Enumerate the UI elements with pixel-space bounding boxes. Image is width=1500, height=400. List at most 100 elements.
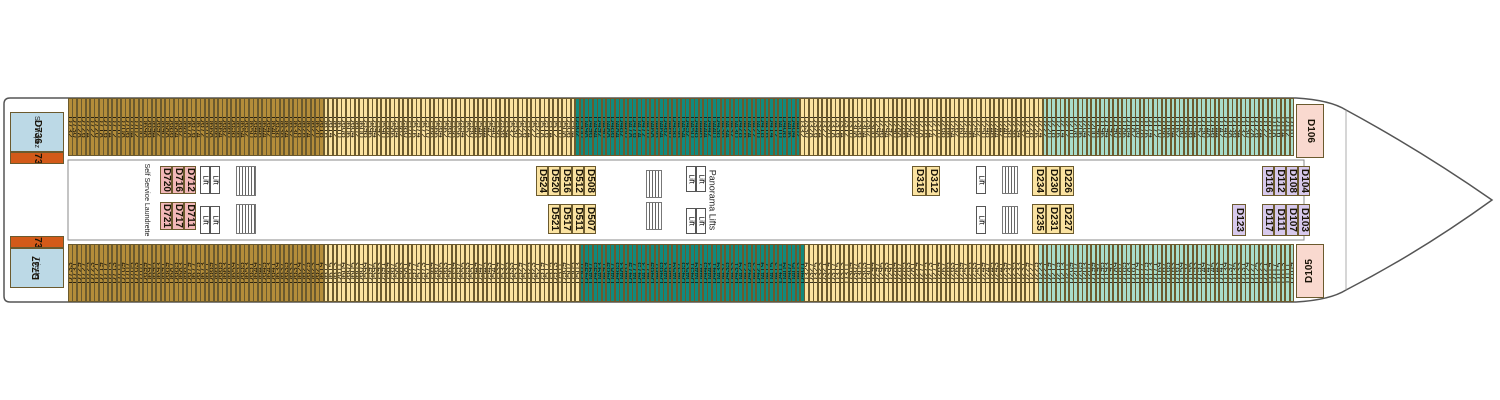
cabin-d253[interactable]: D253 [972, 244, 977, 302]
cabin-d622[interactable]: D622 [310, 98, 316, 156]
cabin-d230[interactable]: D230 [1024, 98, 1030, 156]
cabin-d432[interactable]: D432 [729, 98, 735, 156]
cabin-d268[interactable]: D268 [941, 98, 946, 156]
cabin-d437[interactable]: D437 [720, 244, 726, 302]
cabin-d263[interactable]: D263 [950, 244, 955, 302]
cabin-d424[interactable]: D424 [747, 98, 752, 156]
cabin-d723[interactable]: D723 [90, 244, 95, 302]
cabin-d489[interactable]: D489 [606, 244, 611, 302]
cabin-d678[interactable]: D678 [187, 98, 192, 156]
cabin-d267[interactable]: D267 [941, 244, 946, 302]
cabin-d220[interactable]: D220 [1047, 98, 1052, 156]
cabin-d717[interactable]: D717 [103, 244, 108, 302]
cabin-d617[interactable]: D617 [323, 244, 329, 302]
cabin-d599[interactable]: D599 [363, 244, 369, 302]
cabin-d411[interactable]: D411 [778, 244, 783, 302]
cabin-d157[interactable]: D157 [1183, 244, 1189, 302]
cabin-d238[interactable]: D238 [1007, 98, 1013, 156]
cabin-d568[interactable]: D568 [429, 98, 435, 156]
cabin-d133[interactable]: D133 [1236, 244, 1242, 302]
cabin-d425[interactable]: D425 [747, 244, 752, 302]
cabin-d107[interactable]: D107 [1286, 204, 1298, 236]
cabin-d509[interactable]: D509 [561, 244, 567, 302]
cabin-d659[interactable]: D659 [231, 244, 236, 302]
cabin-d665[interactable]: D665 [217, 244, 223, 302]
cabin-d254[interactable]: D254 [972, 98, 977, 156]
cabin-d186[interactable]: D186 [1122, 98, 1127, 156]
cabin-d294[interactable]: D294 [883, 98, 889, 156]
cabin-d536[interactable]: D536 [500, 98, 505, 156]
cabin-d505[interactable]: D505 [570, 244, 576, 302]
cabin-d473[interactable]: D473 [641, 244, 646, 302]
cabin-d533[interactable]: D533 [509, 244, 514, 302]
cabin-d517[interactable]: D517 [560, 204, 572, 234]
cabin-d732[interactable]: D732 [68, 98, 73, 156]
cabin-d451[interactable]: D451 [689, 244, 695, 302]
cabin-d212[interactable]: D212 [1064, 98, 1070, 156]
cabin-d478[interactable]: D478 [628, 98, 633, 156]
cabin-d272[interactable]: D272 [932, 98, 938, 156]
cabin-d675[interactable]: D675 [195, 244, 201, 302]
cabin-d276[interactable]: D276 [923, 98, 929, 156]
cabin-d474[interactable]: D474 [636, 98, 642, 156]
cabin-d190[interactable]: D190 [1113, 98, 1118, 156]
cabin-d593[interactable]: D593 [376, 244, 382, 302]
cabin-d413[interactable]: D413 [773, 244, 779, 302]
cabin-d172[interactable]: D172 [1152, 98, 1158, 156]
cabin-d219[interactable]: D219 [1047, 244, 1052, 302]
cabin-d624[interactable]: D624 [306, 98, 311, 156]
cabin-d601[interactable]: D601 [359, 244, 364, 302]
cabin-d693[interactable]: D693 [156, 244, 161, 302]
cabin-d159[interactable]: D159 [1179, 244, 1185, 302]
cabin-d408[interactable]: D408 [782, 98, 788, 156]
cabin-d109[interactable]: D109 [1289, 244, 1295, 302]
cabin-d503[interactable]: D503 [575, 244, 580, 302]
cabin-d279[interactable]: D279 [914, 244, 920, 302]
cabin-d598[interactable]: D598 [363, 98, 369, 156]
cabin-d443[interactable]: D443 [707, 244, 713, 302]
cabin-d182[interactable]: D182 [1130, 98, 1136, 156]
cabin-d181[interactable]: D181 [1130, 244, 1136, 302]
cabin-d326[interactable]: D326 [813, 98, 818, 156]
cabin-d218[interactable]: D218 [1051, 98, 1057, 156]
cabin-d252[interactable]: D252 [976, 98, 982, 156]
cabin-d440[interactable]: D440 [711, 98, 717, 156]
cabin-d562[interactable]: D562 [442, 98, 448, 156]
cabin-d700[interactable]: D700 [138, 98, 144, 156]
cabin-d463[interactable]: D463 [663, 244, 669, 302]
cabin-d547[interactable]: D547 [478, 244, 483, 302]
cabin-d207[interactable]: D207 [1073, 244, 1079, 302]
cabin-d163[interactable]: D163 [1170, 244, 1176, 302]
cabin-d506[interactable]: D506 [566, 98, 572, 156]
cabin-d702[interactable]: D702 [134, 98, 139, 156]
cabin-d403[interactable]: D403 [795, 244, 801, 302]
cabin-d677[interactable]: D677 [191, 244, 197, 302]
cabin-d492[interactable]: D492 [597, 98, 602, 156]
cabin-d308[interactable]: D308 [852, 98, 858, 156]
cabin-d522[interactable]: D522 [531, 98, 536, 156]
cabin-d585[interactable]: D585 [394, 244, 400, 302]
cabin-d416[interactable]: D416 [764, 98, 770, 156]
cabin-d731[interactable]: D731 [72, 244, 78, 302]
cabin-d170[interactable]: D170 [1157, 98, 1162, 156]
cabin-d589[interactable]: D589 [385, 244, 391, 302]
cabin-d715[interactable]: D715 [107, 244, 113, 302]
cabin-d277[interactable]: D277 [919, 244, 924, 302]
cabin-d610[interactable]: D610 [337, 98, 342, 156]
cabin-d325[interactable]: D325 [813, 244, 818, 302]
cabin-d426[interactable]: D426 [742, 98, 748, 156]
cabin-d128[interactable]: D128 [1249, 98, 1255, 156]
cabin-d191[interactable]: D191 [1108, 244, 1114, 302]
cabin-d621[interactable]: D621 [314, 244, 320, 302]
cabin-d520[interactable]: D520 [535, 98, 541, 156]
cabin-d676[interactable]: D676 [191, 98, 197, 156]
cabin-d287[interactable]: D287 [897, 244, 902, 302]
cabin-d171[interactable]: D171 [1152, 244, 1158, 302]
cabin-d531[interactable]: D531 [513, 244, 519, 302]
cabin-d646[interactable]: D646 [257, 98, 263, 156]
cabin-d718[interactable]: D718 [98, 98, 104, 156]
cabin-d324[interactable]: D324 [817, 98, 823, 156]
cabin-d315[interactable]: D315 [835, 244, 841, 302]
cabin-d137[interactable]: D137 [1227, 244, 1233, 302]
cabin-d283[interactable]: D283 [905, 244, 911, 302]
